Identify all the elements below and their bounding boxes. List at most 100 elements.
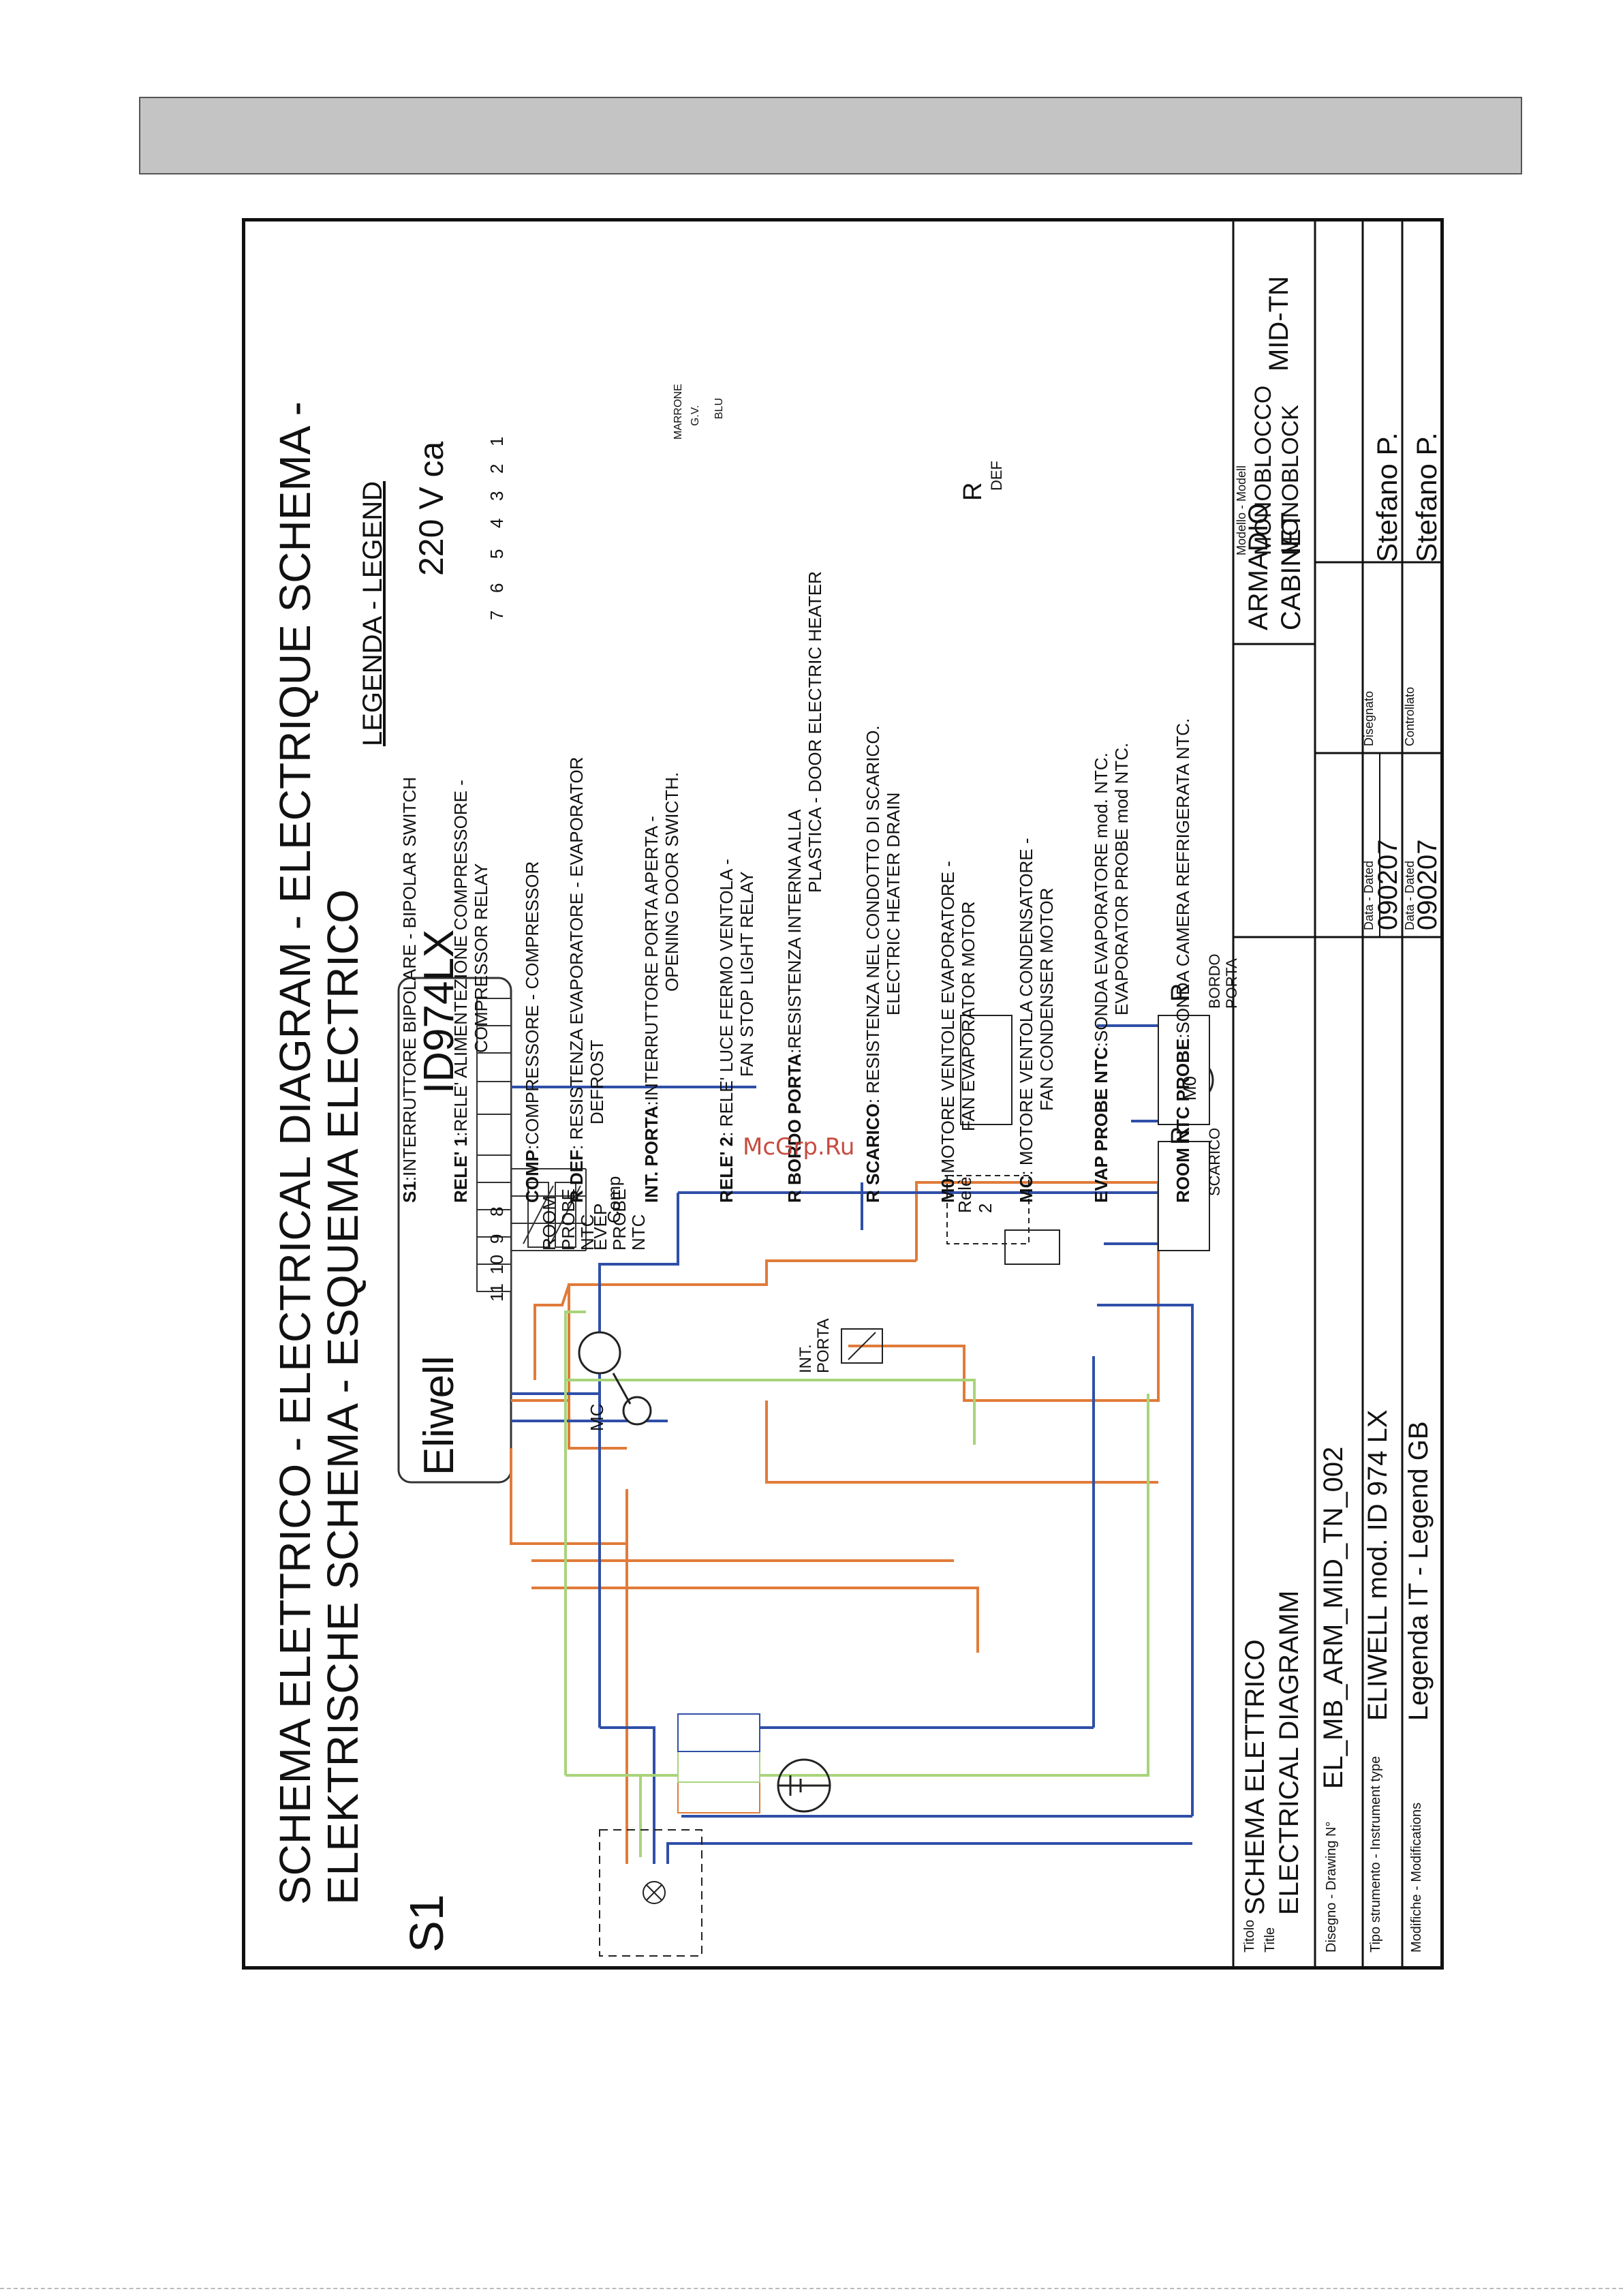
- drawing-sheet: SCHEMA ELETTRICO - ELECTRICAL DIAGRAM - …: [242, 218, 1444, 1970]
- room-probe-label-2: PROBE: [558, 1189, 578, 1251]
- diagram-title-line1: SCHEMA ELETTRICO - ELECTRICAL DIAGRAM - …: [270, 401, 320, 1905]
- door-switch: [841, 1328, 883, 1364]
- svg-text:R DEF: RESISTENZA EVAPORATORE: R DEF: RESISTENZA EVAPORATORE - EVAPORAT…: [566, 757, 587, 1203]
- legend-text-intporta-1: INTERRUTTORE PORTA APERTA -: [641, 816, 662, 1101]
- legend-text-s1: INTERRUTTORE BIPOLARE - BIPOLAR SWITCH: [399, 777, 420, 1176]
- svg-text:INT. PORTA:INTERRUTTORE PORTA: INT. PORTA:INTERRUTTORE PORTA APERTA -: [641, 816, 662, 1203]
- disegnato-label: Disegnato: [1362, 691, 1376, 746]
- legend-key-rele1: RELE' 1: [450, 1137, 471, 1203]
- legend-text-mc-1: MOTORE VENTOLA CONDENSATORE -: [1016, 838, 1036, 1166]
- svg-text:ROOM NTC PROBE:SONDA CAMERA RE: ROOM NTC PROBE:SONDA CAMERA REFRIGERATA …: [1173, 718, 1193, 1203]
- r-bordo-symbol: R: [1166, 983, 1195, 1002]
- legend-key-intporta: INT. PORTA: [641, 1105, 662, 1203]
- legend-text-rscarico-2: ELECTRIC HEATER DRAIN: [883, 793, 903, 1015]
- drawing-number: EL_MB_ARM_MID_TN_002: [1318, 1447, 1348, 1789]
- room-probe-label-1: ROOM: [539, 1195, 559, 1251]
- titolo-label: Titolo: [1242, 1920, 1257, 1953]
- terminal-2: 2: [486, 464, 507, 474]
- gv-label: G.V.: [690, 405, 701, 426]
- legend-text-rele1-2: COMPRESSOR RELAY: [471, 863, 491, 1053]
- legend-text-intporta-2: OPENING DOOR SWICTH.: [662, 772, 682, 992]
- modello-en: MONOBLOCK: [1278, 405, 1303, 555]
- legend-key-evap: EVAP PROBE NTC: [1091, 1047, 1111, 1203]
- title-block: [1232, 221, 1440, 1966]
- legend-text-rbordo-1: RESISTENZA INTERNA ALLA: [784, 809, 805, 1049]
- evap-probe-label-3: NTC: [628, 1214, 649, 1251]
- wires-brown: [510, 1181, 1160, 1864]
- earth-symbol: [777, 1758, 831, 1813]
- legend-key-m0: M0: [938, 1178, 958, 1203]
- page-bottom-rule: [0, 2288, 1623, 2292]
- terminal-block-green: [677, 1751, 760, 1783]
- legend-text-evap-2: EVAPORATOR PROBE mod NTC.: [1111, 743, 1132, 1015]
- modello-it: MONOBLOCCO: [1250, 386, 1276, 555]
- svg-text:EVAP PROBE NTC:SONDA EVAPORATO: EVAP PROBE NTC:SONDA EVAPORATORE mod. NT…: [1091, 752, 1111, 1203]
- terminal-7: 7: [486, 611, 507, 620]
- modifiche-label: Modifiche - Modifications: [1409, 1803, 1424, 1953]
- terminal-9: 9: [486, 1234, 507, 1244]
- svg-text:S1:INTERRUTTORE BIPOLARE - BIP: S1:INTERRUTTORE BIPOLARE - BIPOLAR SWITC…: [399, 777, 420, 1203]
- legend-text-rele1-1: RELE' ALIMENTEZIONE COMPRESSORE -: [450, 780, 471, 1131]
- watermark: McGrp.Ru: [743, 1133, 855, 1161]
- comp-label: Comp: [604, 1176, 624, 1223]
- legend-text-rele2-2: FAN STOP LIGHT RELAY: [737, 871, 757, 1077]
- legend-key-rdef: R DEF: [566, 1150, 587, 1203]
- svg-text:COMP:COMPRESSORE - COMPRESSOR: COMP:COMPRESSORE - COMPRESSOR: [522, 861, 542, 1203]
- rele2-label-2: 2: [975, 1204, 995, 1213]
- terminal-1: 1: [486, 437, 507, 446]
- m0-label: M0: [1179, 1076, 1200, 1101]
- instrument-label: Tipo strumento - Instrument type: [1368, 1756, 1383, 1953]
- relay-2: [946, 1175, 1060, 1265]
- bordo-label: BORDO: [1206, 953, 1223, 1009]
- blu-label: BLU: [713, 398, 725, 419]
- legend-key-comp: COMP: [522, 1150, 542, 1203]
- legend-key-mc: MC: [1016, 1175, 1036, 1203]
- legend-text-rscarico-1: RESISTENZA NEL CONDOTTO DI SCARICO.: [863, 725, 883, 1093]
- legend-text-rele2-1: RELE' LUCE FERMO VENTOLA -: [716, 859, 737, 1127]
- controller-model: ID974LX: [416, 930, 463, 1094]
- svg-text:R BORDO PORTA:RESISTENZA INTER: R BORDO PORTA:RESISTENZA INTERNA ALLA: [784, 809, 805, 1203]
- legend-key-rbordo: R BORDO PORTA: [784, 1054, 805, 1203]
- legend-key-s1: S1: [399, 1181, 420, 1203]
- wires-green: [564, 1311, 1149, 1857]
- scarico-label: SCARICO: [1206, 1128, 1223, 1196]
- int-porta-label-2: PORTA: [814, 1319, 833, 1373]
- legend-text-comp: COMPRESSORE - COMPRESSOR: [522, 861, 542, 1145]
- legend-text-rdef-2: DEFROST: [587, 1040, 607, 1124]
- legend-title: LEGENDA - LEGEND: [358, 481, 388, 746]
- def-label: DEF: [988, 461, 1005, 491]
- legend-text-room: SONDA CAMERA REFRIGERATA NTC.: [1173, 718, 1193, 1034]
- porta-label: PORTA: [1223, 958, 1240, 1009]
- page-header-bar: [139, 97, 1522, 174]
- legend-key-rscarico: R SCARICO: [863, 1103, 883, 1203]
- resistors: [960, 1015, 1210, 1251]
- drawing-label: Disegno - Drawing N°: [1324, 1821, 1339, 1953]
- rele2-label-1: Relè: [955, 1177, 975, 1213]
- legend-list: S1:INTERRUTTORE BIPOLARE - BIPOLAR SWITC…: [399, 571, 1193, 1203]
- svg-text:R SCARICO: RESISTENZA NEL COND: R SCARICO: RESISTENZA NEL CONDOTTO DI SC…: [863, 725, 883, 1203]
- disegnato-value: Stefano P.: [1371, 432, 1403, 562]
- svg-text:RELE' 1:RELE' ALIMENTEZIONE CO: RELE' 1:RELE' ALIMENTEZIONE COMPRESSORE …: [450, 780, 471, 1203]
- ntc-probes: [511, 1168, 587, 1251]
- terminal-6: 6: [486, 583, 507, 593]
- supply-voltage: 220 V ca: [412, 441, 450, 576]
- terminal-5: 5: [486, 549, 507, 559]
- legend-text-evap-1: SONDA EVAPORATORE mod. NTC.: [1091, 752, 1111, 1042]
- room-probe-label-3: NTC: [577, 1214, 598, 1251]
- product-it: ARMADIO: [1243, 503, 1273, 630]
- marrone-label: MARRONE: [673, 384, 684, 440]
- model-code: MID-TN: [1264, 276, 1294, 371]
- terminal-10: 10: [486, 1255, 507, 1274]
- compressor-motor: [578, 1331, 652, 1426]
- terminal-3: 3: [486, 491, 507, 501]
- svg-text:M0:MOTORE VENTOLE EVAPORATORE: M0:MOTORE VENTOLE EVAPORATORE -: [938, 861, 958, 1203]
- terminal-4: 4: [486, 519, 507, 528]
- svg-text:MC: MOTORE VENTOLA CONDENSATO: MC: MOTORE VENTOLA CONDENSATORE -: [1016, 838, 1036, 1204]
- mains-switch: [599, 1829, 702, 1957]
- date-label-2: Data - Dated: [1403, 861, 1417, 930]
- product-en: CABINET: [1276, 512, 1306, 630]
- legend-text-m0-1: MOTORE VENTOLE EVAPORATORE -: [938, 861, 958, 1173]
- title-en: ELECTRICAL DIAGRAMM: [1274, 1591, 1304, 1915]
- legend-text-rdef-1: RESISTENZA EVAPORATORE - EVAPORATOR: [566, 757, 587, 1140]
- modifiche-value: Legenda IT - Legend GB: [1404, 1421, 1434, 1721]
